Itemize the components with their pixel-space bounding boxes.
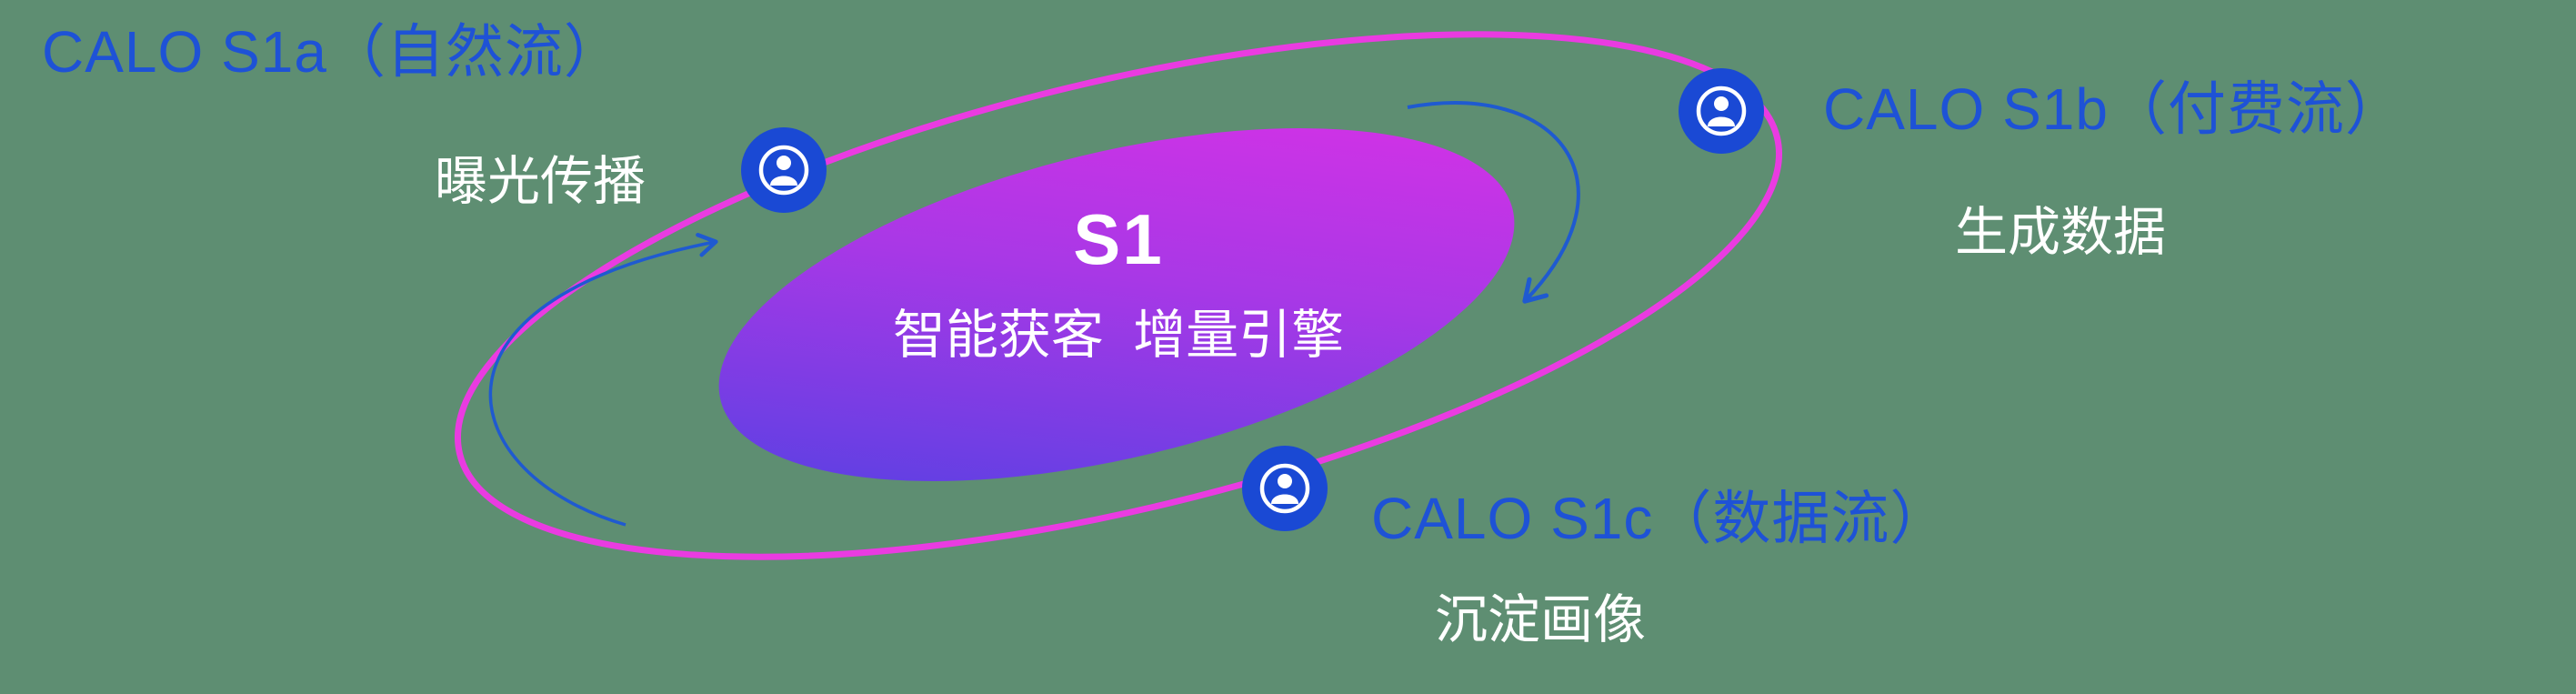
user-node-s1a [741,127,827,213]
user-node-s1b [1679,68,1764,154]
orbit-ellipse [455,31,1782,560]
user-icon [1259,463,1310,514]
sublabel-s1a: 曝光传播 [435,152,647,211]
sublabel-s1b: 生成数据 [1955,203,2167,262]
flow-arrow-left [488,232,718,527]
core-text-block: S1 智能获客 增量引擎 [750,198,1487,368]
flow-arrow-right [1407,101,1580,304]
core-ellipse [718,128,1515,481]
user-icon [1696,85,1747,136]
user-icon [758,145,809,196]
label-s1b: CALO S1b（付费流） [1823,76,2404,142]
label-s1c: CALO S1c（数据流） [1371,486,1950,551]
user-node-s1c [1242,446,1328,531]
core-subtitle: 智能获客 增量引擎 [892,306,1345,365]
sublabel-s1c: 沉淀画像 [1435,590,1647,649]
core-title: S1 [1073,199,1164,279]
label-s1a: CALO S1a（自然流） [42,19,623,85]
